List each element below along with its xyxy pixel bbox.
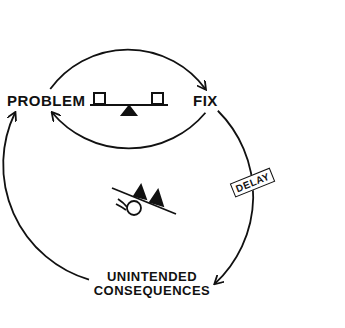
node-text: UNINTENDED CONSEQUENCES: [93, 270, 211, 297]
causal-link: [50, 50, 205, 89]
causal-link: [215, 111, 253, 284]
causal-link: [52, 113, 205, 149]
loop-variable: UNINTENDED CONSEQUENCES: [93, 270, 211, 297]
node-text: PROBLEM: [7, 93, 86, 109]
loop-variable: PROBLEM: [7, 93, 86, 109]
seesaw-icon: [90, 93, 168, 115]
snowball-icon: [112, 185, 176, 215]
node-text: FIX: [193, 93, 218, 109]
causal-link: [3, 113, 89, 280]
loop-variable: FIX: [193, 93, 218, 109]
